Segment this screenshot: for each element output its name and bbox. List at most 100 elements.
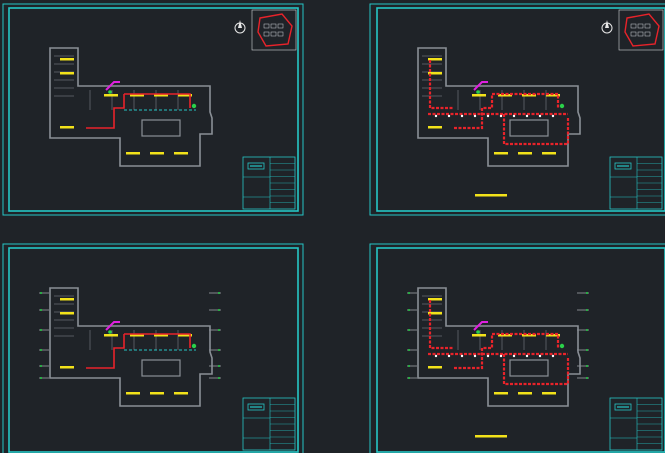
fixture-mark bbox=[428, 298, 442, 301]
site-plan-frame bbox=[251, 9, 297, 51]
grid-marker-bullet bbox=[586, 292, 588, 294]
sheet-inner-frame bbox=[376, 7, 665, 212]
fixture-mark bbox=[174, 152, 188, 155]
pipe-run-red bbox=[86, 334, 125, 369]
fixture-mark bbox=[154, 94, 168, 97]
fixture-mark bbox=[178, 334, 192, 337]
fixture-mark bbox=[60, 72, 74, 75]
building-outline bbox=[49, 47, 213, 167]
sprinkler-head bbox=[551, 114, 555, 118]
building-outline bbox=[417, 287, 581, 407]
sheet-inner-frame bbox=[8, 247, 299, 453]
fixture-mark bbox=[522, 94, 536, 97]
sprinkler-head bbox=[460, 354, 464, 358]
pipe-run-red bbox=[454, 94, 494, 130]
sprinkler-head bbox=[538, 114, 542, 118]
fixture-mark bbox=[494, 152, 508, 155]
fixture-mark bbox=[60, 298, 74, 301]
site-plan-building bbox=[277, 31, 284, 37]
fixture-mark bbox=[60, 312, 74, 315]
grid-marker-bullet bbox=[586, 365, 588, 367]
sprinkler-head bbox=[447, 114, 451, 118]
sheet-outer-frame bbox=[2, 3, 304, 216]
fixture-mark bbox=[130, 94, 144, 97]
pipe-run-red bbox=[86, 94, 125, 129]
sheet-3 bbox=[2, 243, 304, 453]
grid-marker-bullet bbox=[586, 309, 588, 311]
fixture-mark bbox=[60, 126, 74, 129]
grid-marker-bullet bbox=[408, 292, 410, 294]
north-arrow-needle bbox=[238, 20, 242, 28]
site-plan-boundary bbox=[257, 13, 293, 47]
sprinkler-head bbox=[525, 354, 529, 358]
fixture-mark bbox=[522, 334, 536, 337]
fixture-mark bbox=[104, 334, 118, 337]
valve-mark bbox=[191, 103, 197, 109]
grid-marker-bullet bbox=[40, 329, 42, 331]
title-block-logo bbox=[614, 403, 632, 411]
fixture-mark bbox=[428, 312, 442, 315]
grid-marker-bullet bbox=[40, 377, 42, 379]
riser-leader bbox=[105, 81, 120, 91]
grid-marker-bullet bbox=[40, 365, 42, 367]
grid-marker-bullet bbox=[218, 292, 220, 294]
valve-mark bbox=[191, 343, 197, 349]
fixture-mark bbox=[542, 392, 556, 395]
building-outline bbox=[417, 47, 581, 167]
courtyard bbox=[141, 359, 181, 377]
fixture-mark bbox=[150, 152, 164, 155]
grid-marker-bullet bbox=[40, 349, 42, 351]
fixture-mark bbox=[60, 58, 74, 61]
site-plan-building bbox=[270, 23, 277, 29]
site-plan-building bbox=[644, 31, 651, 37]
fixture-mark bbox=[150, 392, 164, 395]
grid-marker-bullet bbox=[408, 329, 410, 331]
fixture-mark bbox=[126, 392, 140, 395]
sprinkler-head bbox=[512, 354, 516, 358]
fixture-mark bbox=[428, 126, 442, 129]
grid-marker-bullet bbox=[408, 309, 410, 311]
fixture-mark bbox=[472, 334, 486, 337]
title-block-logo bbox=[614, 162, 632, 170]
sprinkler-head bbox=[486, 354, 490, 358]
fixture-mark bbox=[518, 152, 532, 155]
sprinkler-head bbox=[551, 354, 555, 358]
fixture-mark bbox=[472, 94, 486, 97]
sheet-2 bbox=[369, 3, 665, 216]
sheets-layer bbox=[2, 3, 665, 453]
riser-leader bbox=[473, 81, 488, 91]
scale-bar bbox=[475, 435, 507, 438]
grid-marker-bullet bbox=[40, 292, 42, 294]
courtyard bbox=[509, 119, 549, 137]
sheet-4 bbox=[369, 243, 665, 453]
site-plan-building bbox=[277, 23, 284, 29]
fixture-mark bbox=[428, 58, 442, 61]
fixture-mark bbox=[126, 152, 140, 155]
title-block-logo bbox=[247, 403, 265, 411]
fixture-mark bbox=[130, 334, 144, 337]
site-plan-building bbox=[637, 23, 644, 29]
riser-leader bbox=[105, 321, 120, 331]
sprinkler-head bbox=[486, 114, 490, 118]
sprinkler-head bbox=[473, 114, 477, 118]
grid-marker-bullet bbox=[586, 377, 588, 379]
grid-marker-bullet bbox=[586, 329, 588, 331]
fixture-mark bbox=[428, 72, 442, 75]
sheet-outer-frame bbox=[369, 243, 665, 453]
grid-marker-bullet bbox=[218, 377, 220, 379]
pipe-loop-red bbox=[502, 354, 570, 386]
valve-mark bbox=[559, 103, 565, 109]
north-arrow-needle bbox=[605, 20, 609, 28]
fixture-mark bbox=[498, 94, 512, 97]
site-plan-building bbox=[270, 31, 277, 37]
sprinkler-head bbox=[447, 354, 451, 358]
fixture-mark bbox=[178, 94, 192, 97]
pipe-run-red bbox=[454, 334, 494, 370]
valve-mark bbox=[476, 90, 480, 94]
fixture-mark bbox=[60, 366, 74, 369]
fixture-mark bbox=[546, 94, 560, 97]
pipe-run-red bbox=[492, 92, 560, 108]
valve-mark bbox=[559, 343, 565, 349]
sheet-inner-frame bbox=[376, 247, 665, 453]
grid-marker-bullet bbox=[218, 349, 220, 351]
